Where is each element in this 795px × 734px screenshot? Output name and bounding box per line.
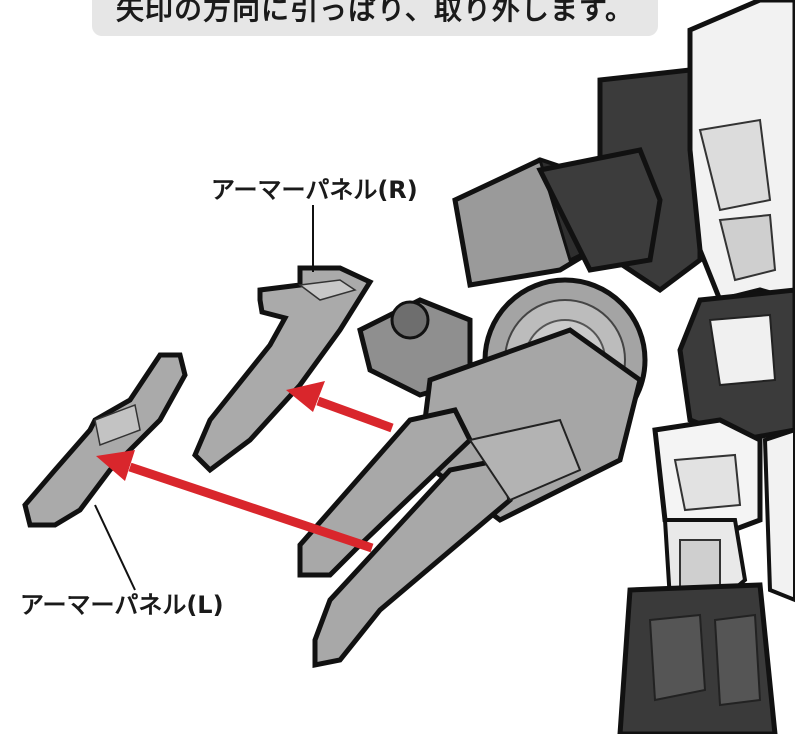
armor-panel-left-label: アーマーパネル(L): [20, 591, 224, 619]
instruction-text: 矢印の方向に引っぱり、取り外します。: [115, 0, 635, 26]
pull-arrow-lower: [96, 450, 374, 553]
leader-line-left: [94, 504, 136, 591]
pull-arrow-upper: [286, 381, 394, 433]
armor-panel-right-label: アーマーパネル(R): [211, 176, 418, 204]
arm-assembly: [297, 147, 663, 669]
armor-panel-right: [192, 265, 374, 474]
robot-figure: [597, 0, 795, 734]
instruction-banner: 矢印の方向に引っぱり、取り外します。: [92, 0, 658, 36]
